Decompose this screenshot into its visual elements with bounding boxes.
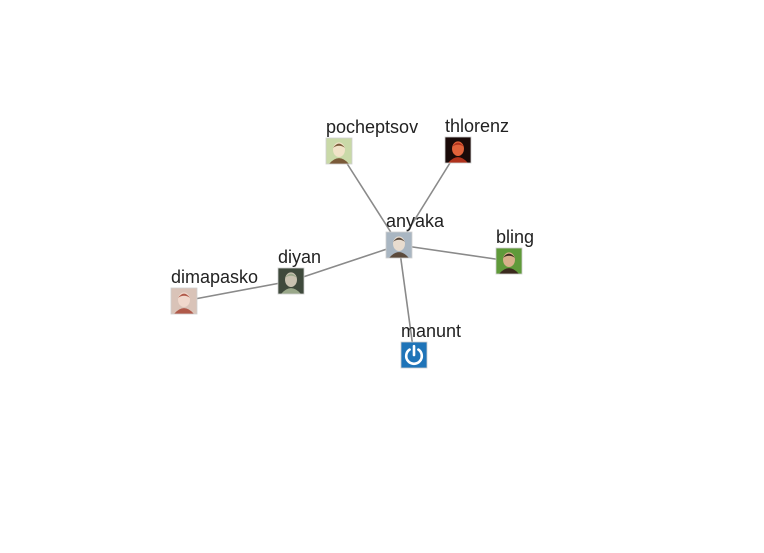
node-label-diyan: diyan (278, 247, 321, 267)
person-photo-icon[interactable] (385, 231, 413, 259)
edge-diyan-dimapasko (183, 280, 292, 302)
node-manunt[interactable]: manunt (400, 321, 461, 369)
person-photo-icon[interactable] (277, 267, 305, 295)
node-anyaka[interactable]: anyaka (385, 211, 445, 259)
edge-anyaka-thlorenz (398, 149, 459, 246)
node-label-manunt: manunt (401, 321, 461, 341)
graph-nodes: anyaka pocheptsov thlorenz bling manunt diyan… (170, 116, 534, 369)
person-photo-icon[interactable] (170, 287, 198, 315)
node-dimapasko[interactable]: dimapasko (170, 267, 258, 315)
node-label-anyaka: anyaka (386, 211, 445, 231)
edge-anyaka-bling (398, 244, 510, 262)
graph-edges (183, 149, 510, 356)
node-label-thlorenz: thlorenz (445, 116, 509, 136)
node-pocheptsov[interactable]: pocheptsov (325, 117, 418, 165)
node-label-bling: bling (496, 227, 534, 247)
person-photo-icon[interactable] (325, 137, 353, 165)
node-bling[interactable]: bling (495, 227, 534, 275)
person-photo-icon[interactable] (444, 136, 472, 164)
person-photo-icon[interactable] (495, 247, 523, 275)
edge-anyaka-diyan (290, 244, 400, 282)
edge-anyaka-pocheptsov (338, 150, 400, 246)
node-diyan[interactable]: diyan (277, 247, 321, 295)
node-label-dimapasko: dimapasko (171, 267, 258, 287)
node-label-pocheptsov: pocheptsov (326, 117, 418, 137)
edge-anyaka-manunt (398, 244, 415, 356)
power-icon[interactable] (400, 341, 428, 369)
node-thlorenz[interactable]: thlorenz (444, 116, 509, 164)
